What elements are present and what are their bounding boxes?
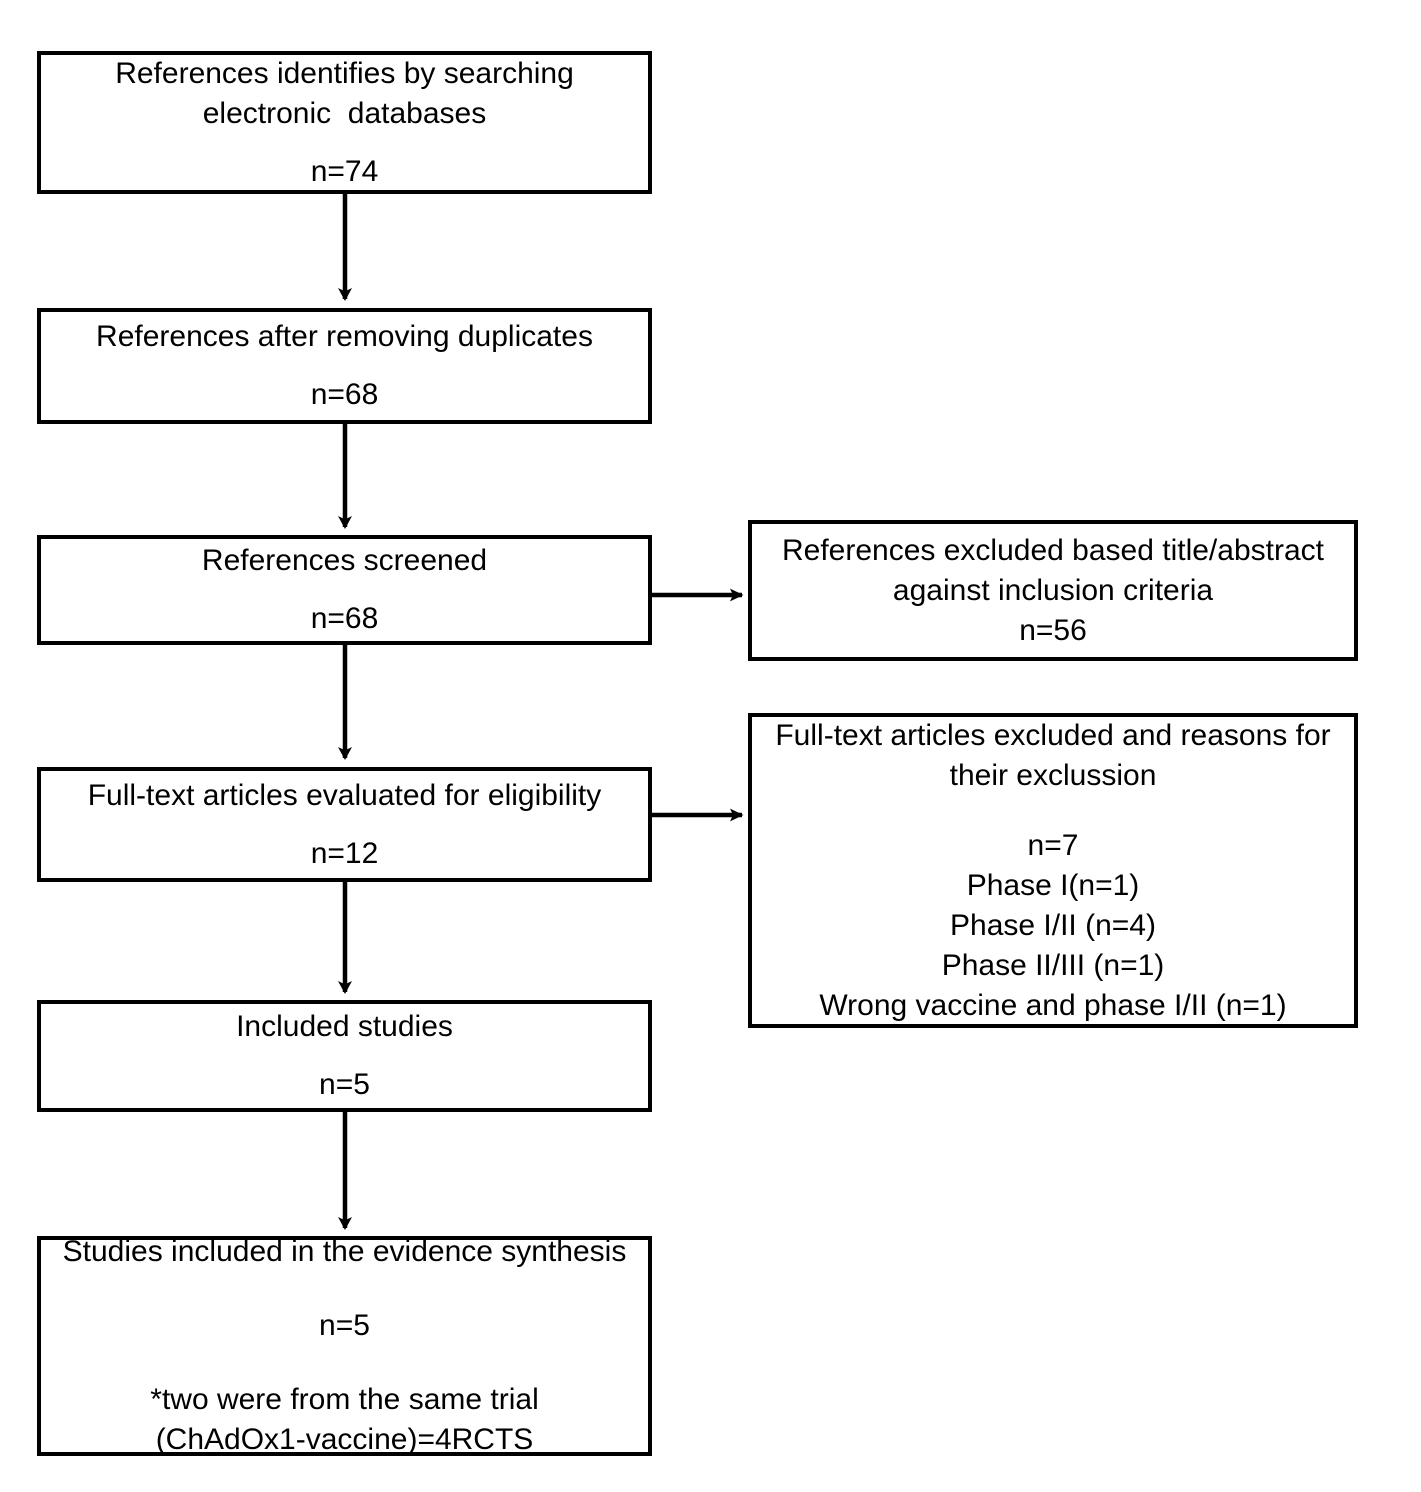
node-fulltext-excluded-reason-1: Phase I/II (n=4) <box>950 908 1156 942</box>
node-excluded-ta-line2: against inclusion criteria <box>892 573 1214 607</box>
node-screened-count: n=68 <box>310 602 379 635</box>
node-synthesis-count: n=5 <box>319 1309 370 1342</box>
node-fulltext-line1: Full-text articles evaluated for eligibi… <box>87 778 602 812</box>
node-included-line1: Included studies <box>236 1010 453 1043</box>
node-evidence-synthesis: Studies included in the evidence synthes… <box>37 1235 652 1456</box>
node-screened-line1: References screened <box>201 544 488 577</box>
node-deduplicated-line1: References after removing duplicates <box>96 320 593 353</box>
node-fulltext-evaluated: Full-text articles evaluated for eligibi… <box>37 767 652 882</box>
node-deduplicated-count: n=68 <box>310 378 379 411</box>
node-excluded-ta-count: n=56 <box>1019 613 1087 647</box>
node-excluded-ta-line1: References excluded based title/abstract <box>782 533 1324 567</box>
node-fulltext-excluded-count: n=7 <box>1027 828 1079 862</box>
node-references-screened: References screened n=68 <box>37 535 652 645</box>
node-fulltext-excluded-reason-2: Phase II/III (n=1) <box>941 948 1165 982</box>
node-fulltext-excluded-line1: Full-text articles excluded and reasons … <box>775 718 1331 752</box>
node-references-identified: References identifies by searching elect… <box>37 51 652 194</box>
node-synthesis-note2: (ChAdOx1-vaccine)=4RCTS <box>155 1423 534 1456</box>
node-fulltext-excluded-reason-0: Phase I(n=1) <box>966 868 1140 902</box>
node-identified-count: n=74 <box>310 154 379 188</box>
node-fulltext-excluded-reason-3: Wrong vaccine and phase I/II (n=1) <box>819 988 1287 1022</box>
node-synthesis-note1: *two were from the same trial <box>150 1383 539 1416</box>
node-included-studies: Included studies n=5 <box>37 1000 652 1112</box>
node-excluded-title-abstract: References excluded based title/abstract… <box>748 520 1358 661</box>
node-synthesis-line1: Studies included in the evidence synthes… <box>62 1235 627 1268</box>
node-references-after-duplicates: References after removing duplicates n=6… <box>37 308 652 424</box>
node-fulltext-count: n=12 <box>310 836 379 870</box>
node-identified-line1: References identifies by searching <box>115 56 574 90</box>
node-included-count: n=5 <box>319 1068 370 1101</box>
node-fulltext-excluded-reasons: Full-text articles excluded and reasons … <box>748 713 1358 1028</box>
node-fulltext-excluded-line2: their exclussion <box>949 758 1157 792</box>
node-identified-line2: electronic databases <box>202 96 487 130</box>
